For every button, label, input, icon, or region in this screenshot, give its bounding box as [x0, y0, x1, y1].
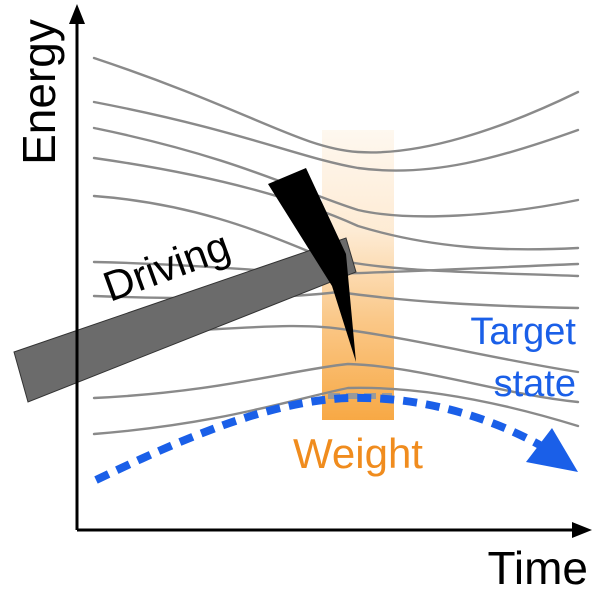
y-axis-label: Energy — [13, 19, 65, 165]
energy-level — [92, 126, 580, 218]
hammer-head — [268, 168, 356, 362]
energy-level — [92, 386, 580, 436]
axes — [69, 4, 592, 538]
hammer — [13, 168, 357, 403]
energy-level — [92, 56, 580, 154]
target-label-line2: state — [494, 363, 576, 405]
y-axis-arrow-icon — [69, 4, 85, 24]
x-axis-arrow-icon — [572, 522, 592, 538]
energy-level — [92, 100, 580, 172]
weight-label: Weight — [293, 430, 423, 477]
hammer-handle — [13, 237, 357, 403]
x-axis-label: Time — [487, 542, 588, 594]
target-arrowhead — [526, 428, 578, 472]
target-state-path — [94, 393, 548, 484]
energy-level — [92, 156, 580, 251]
target-label-line1: Target — [470, 311, 576, 353]
energy-level — [92, 362, 580, 404]
